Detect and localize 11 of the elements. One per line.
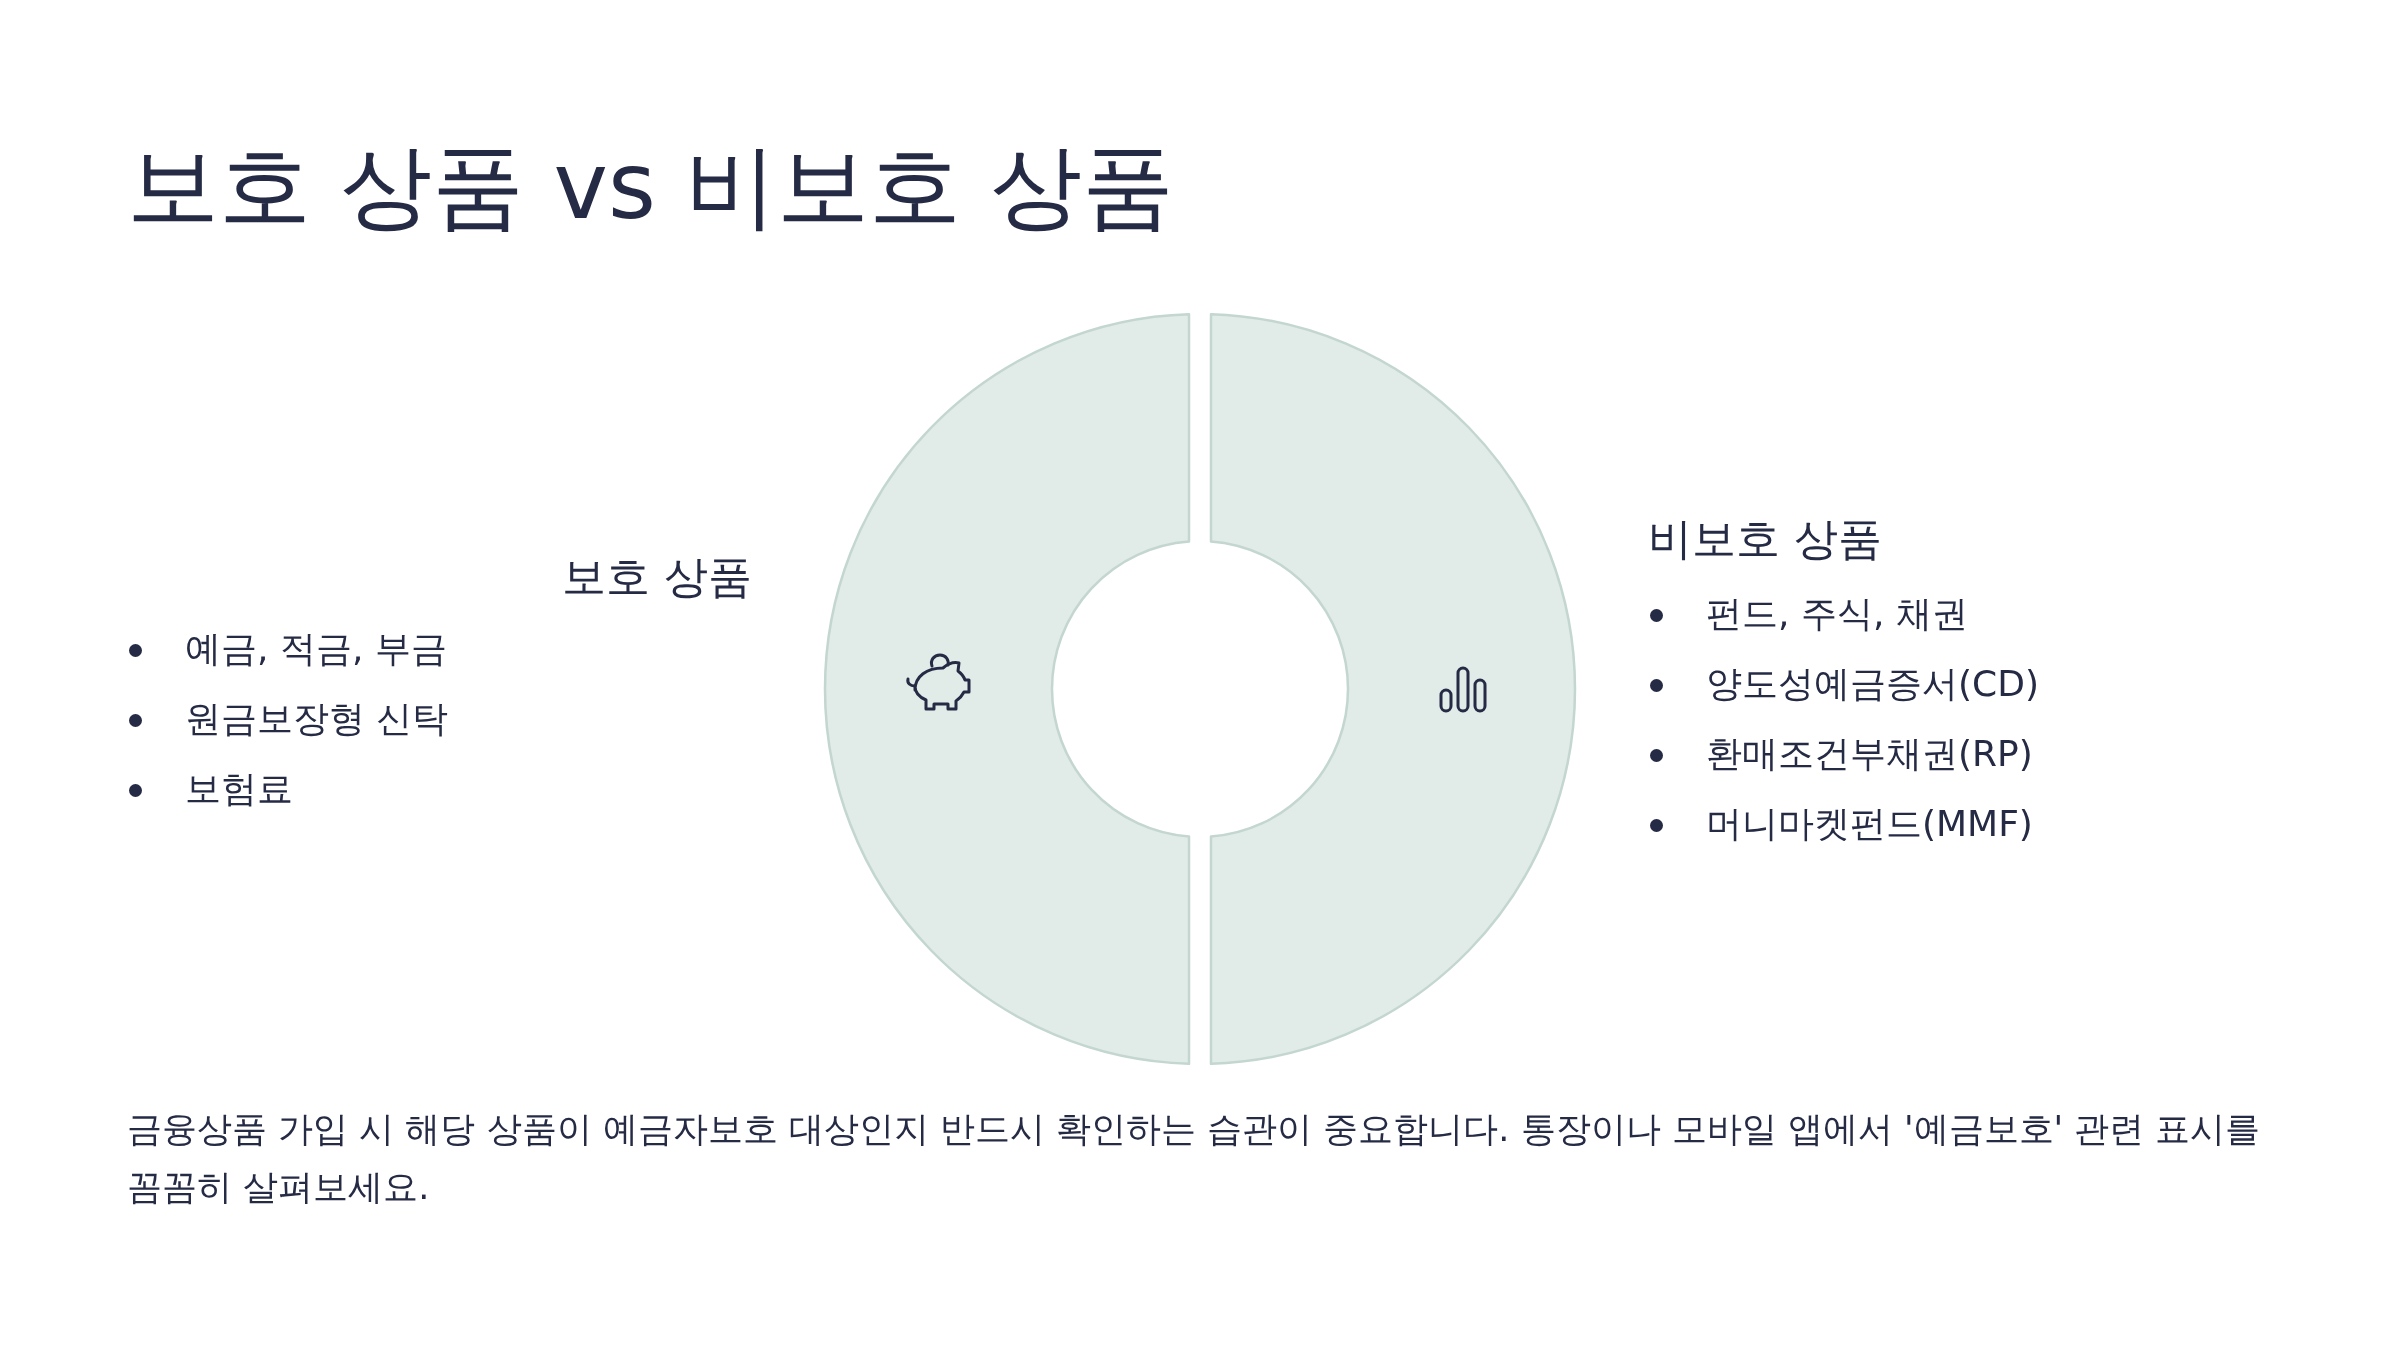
bullet-item: 양도성예금증서(CD) xyxy=(1650,660,2039,709)
bullet-item: 머니마켓펀드(MMF) xyxy=(1650,800,2033,849)
list-heading: 보호 상품 xyxy=(562,550,752,604)
slide-title: 보호 상품 vs 비보호 상품 xyxy=(127,132,1175,242)
bullet-item: 원금보장형 신탁 xyxy=(129,695,449,744)
list-heading: 비보호 상품 xyxy=(1648,512,1882,566)
bullet-item: 환매조건부채권(RP) xyxy=(1650,730,2033,779)
bullet-item: 펀드, 주식, 채권 xyxy=(1650,590,1968,639)
bullet-item: 보험료 xyxy=(129,765,293,814)
caption-text: 금융상품 가입 시 해당 상품이 예금자보호 대상인지 반드시 확인하는 습관이 중요합니다. 통장이나 모바일 앱에서 '예금보호' 관련 표시를 꼼꼼히 살펴보세요. xyxy=(127,1108,2262,1209)
bullet-item: 예금, 적금, 부금 xyxy=(129,625,447,674)
